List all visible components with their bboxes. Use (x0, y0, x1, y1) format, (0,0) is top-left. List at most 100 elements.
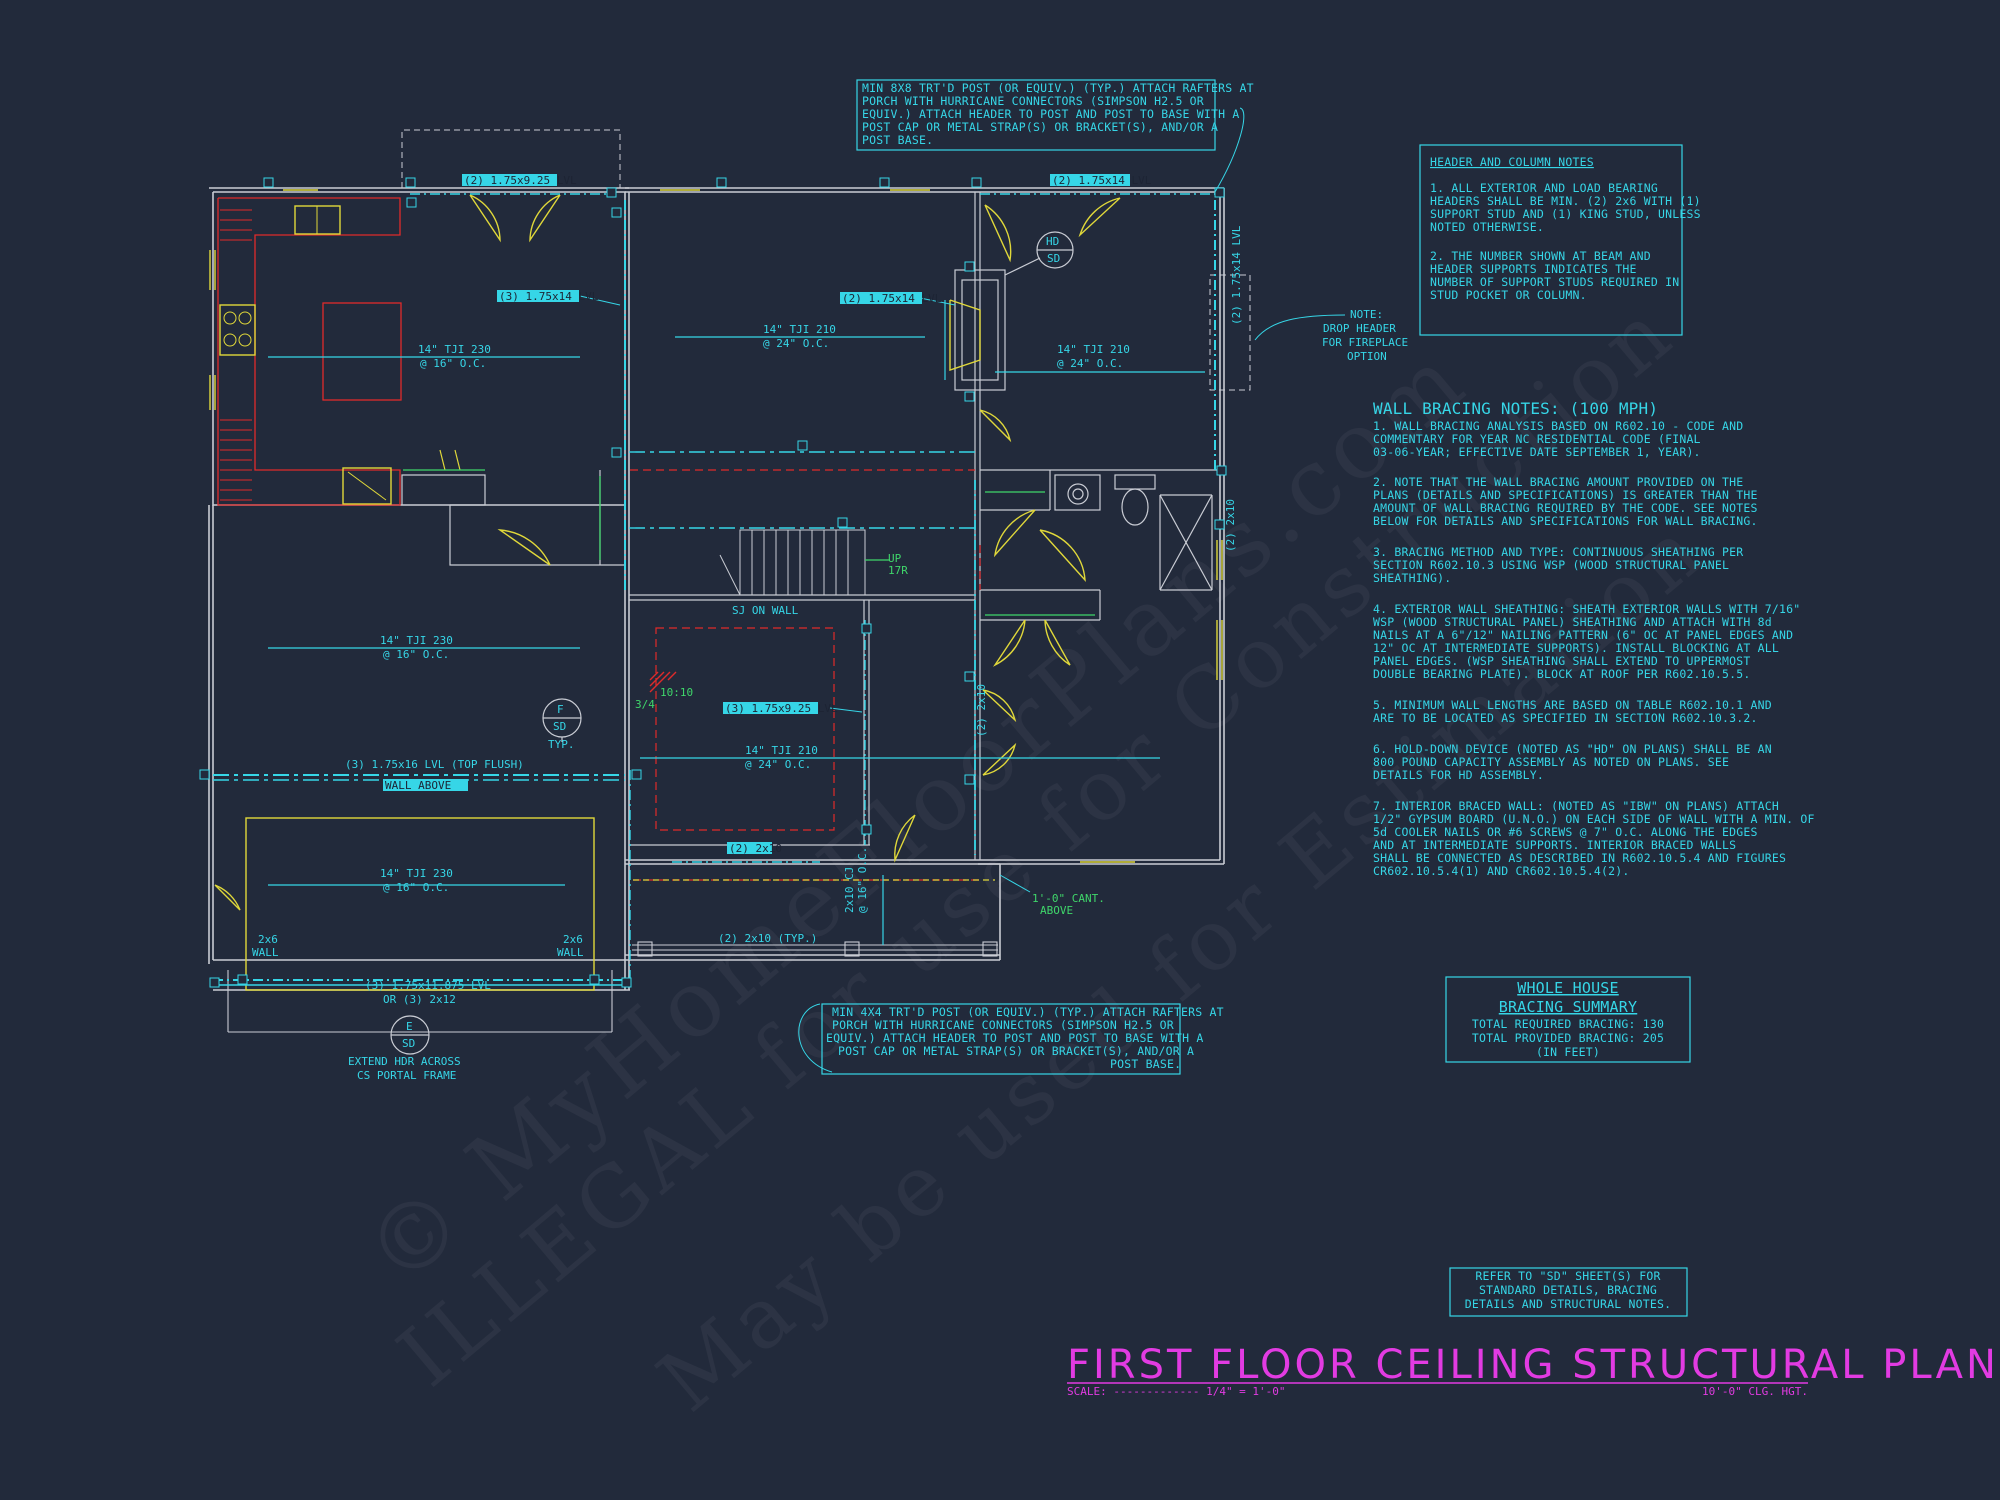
svg-text:NOTE:: NOTE: (1350, 308, 1383, 321)
extend-header-note: EXTEND HDR ACROSS CS PORTAL FRAME (348, 1055, 461, 1082)
stair-up-label: UP (888, 552, 902, 565)
wall-above-label: WALL ABOVE (383, 779, 468, 792)
title-block: FIRST FLOOR CEILING STRUCTURAL PLAN SCAL… (1067, 1342, 1999, 1398)
svg-text:AMOUNT OF WALL BRACING REQUIRE: AMOUNT OF WALL BRACING REQUIRED BY THE C… (1373, 501, 1758, 515)
svg-text:REFER TO "SD" SHEET(S) FOR: REFER TO "SD" SHEET(S) FOR (1475, 1269, 1660, 1283)
porch-joist-size: 2x10 CJ (843, 867, 856, 913)
svg-text:POST CAP OR METAL STRAP(S) OR: POST CAP OR METAL STRAP(S) OR BRACKET(S)… (862, 120, 1218, 134)
drawing-scale: SCALE: ------------- 1/4" = 1'-0" (1067, 1385, 1286, 1398)
refer-sd-note: REFER TO "SD" SHEET(S) FOR STANDARD DETA… (1449, 1267, 1688, 1317)
svg-text:WALL ABOVE: WALL ABOVE (385, 779, 451, 792)
svg-text:CR602.10.5.4(1) AND CR602.10.5: CR602.10.5.4(1) AND CR602.10.5.4(2). (1373, 864, 1629, 878)
svg-text:PORCH WITH HURRICANE CONNECTOR: PORCH WITH HURRICANE CONNECTORS (SIMPSON… (832, 1018, 1174, 1032)
porch-header-label: (2) 2x10 (TYP.) (718, 932, 817, 945)
svg-text:MIN 8X8 TRT'D POST (OR EQUIV.): MIN 8X8 TRT'D POST (OR EQUIV.) (TYP.) AT… (862, 81, 1254, 95)
svg-text:800 POUND CAPACITY ASSEMBLY AS: 800 POUND CAPACITY ASSEMBLY AS NOTED ON … (1373, 755, 1729, 769)
svg-text:NUMBER OF SUPPORT STUDS REQUIR: NUMBER OF SUPPORT STUDS REQUIRED IN (1430, 275, 1679, 289)
beam-label-family: (2) 1.75x14 LVL (840, 292, 942, 305)
svg-text:SUPPORT STUD AND (1) KING STUD: SUPPORT STUD AND (1) KING STUD, UNLESS (1430, 207, 1701, 221)
bracing-units: (IN FEET) (1536, 1045, 1600, 1059)
garage-beam-label: (3) 1.75x16 LVL (TOP FLUSH) (345, 758, 524, 771)
joist-mid-size: 14" TJI 230 (380, 634, 453, 647)
joist-garage-spacing: @ 16" O.C. (383, 881, 449, 894)
vertical-header-label-1: (2) 2x10 (975, 684, 988, 737)
beam-label-top-left: (2) 1.75x9.25 LVL (462, 174, 577, 187)
bracing-summary-title-1: WHOLE HOUSE (1517, 979, 1619, 997)
joist-right-spacing: @ 24" O.C. (1057, 357, 1123, 370)
svg-text:(2) 1.75x9.25 LVL: (2) 1.75x9.25 LVL (464, 174, 577, 187)
joist-center-size: 14" TJI 210 (745, 744, 818, 757)
red-note-1: 10:10 (660, 686, 693, 699)
section-letter-f: F (557, 703, 564, 716)
beam-label-stair: (3) 1.75x9.25 LVL (723, 702, 838, 715)
svg-text:SECTION R602.10.3 USING WSP (W: SECTION R602.10.3 USING WSP (WOOD STRUCT… (1373, 558, 1729, 572)
joist-garage-size: 14" TJI 230 (380, 867, 453, 880)
stair-risers-label: 17R (888, 564, 908, 577)
floor-plan (199, 107, 1346, 1073)
svg-text:PORCH WITH HURRICANE CONNECTOR: PORCH WITH HURRICANE CONNECTORS (SIMPSON… (862, 94, 1204, 108)
bracing-provided: TOTAL PROVIDED BRACING: 205 (1472, 1031, 1664, 1045)
svg-text:POST BASE.: POST BASE. (862, 133, 933, 147)
svg-text:MIN 4X4 TRT'D POST (OR EQUIV.): MIN 4X4 TRT'D POST (OR EQUIV.) (TYP.) AT… (832, 1005, 1224, 1019)
svg-text:POST BASE.: POST BASE. (1110, 1057, 1181, 1071)
vertical-header-label-2: (2) 2x10 (1224, 499, 1237, 552)
svg-text:5d COOLER NAILS OR #6 SCREWS @: 5d COOLER NAILS OR #6 SCREWS @ 7" O.C. A… (1373, 825, 1758, 839)
header-column-notes-title: HEADER AND COLUMN NOTES (1430, 155, 1594, 169)
svg-text:DROP HEADER: DROP HEADER (1323, 322, 1396, 335)
wall-2x6-right-1: 2x6 (563, 933, 583, 946)
post-callout-bottom: MIN 4X4 TRT'D POST (OR EQUIV.) (TYP.) AT… (821, 1003, 1224, 1075)
joist-mid-spacing: @ 16" O.C. (383, 648, 449, 661)
svg-text:(2) 1.75x14 LVL: (2) 1.75x14 LVL (842, 292, 942, 305)
front-beam-alt-label: OR (3) 2x12 (383, 993, 456, 1006)
svg-text:STUD POCKET OR COLUMN.: STUD POCKET OR COLUMN. (1430, 288, 1587, 302)
drop-header-note: NOTE: DROP HEADER FOR FIREPLACE OPTION (1322, 308, 1408, 363)
header-column-notes: HEADER AND COLUMN NOTES 1. ALL EXTERIOR … (1419, 144, 1701, 336)
ceiling-height: 10'-0" CLG. HGT. (1702, 1385, 1808, 1398)
beam-label-2x10: (2) 2x10 (727, 842, 782, 855)
svg-text:SHEATHING).: SHEATHING). (1373, 571, 1451, 585)
joist-kitchen-spacing: @ 16" O.C. (420, 357, 486, 370)
svg-text:PANEL EDGES. (WSP SHEATHING SH: PANEL EDGES. (WSP SHEATHING SHALL EXTEND… (1373, 654, 1751, 668)
wall-2x6-left-2: WALL (252, 946, 279, 959)
svg-text:EXTEND HDR ACROSS: EXTEND HDR ACROSS (348, 1055, 461, 1068)
svg-text:5. MINIMUM WALL LENGTHS ARE BA: 5. MINIMUM WALL LENGTHS ARE BASED ON TAB… (1373, 698, 1772, 712)
svg-text:OPTION: OPTION (1347, 350, 1387, 363)
svg-text:(2) 1.75x14 LVL: (2) 1.75x14 LVL (1052, 174, 1152, 187)
drawing-title: FIRST FLOOR CEILING STRUCTURAL PLAN (1067, 1342, 1999, 1388)
svg-text:1. ALL EXTERIOR AND LOAD BEARI: 1. ALL EXTERIOR AND LOAD BEARING (1430, 181, 1658, 195)
post-callout-top: MIN 8X8 TRT'D POST (OR EQUIV.) (TYP.) AT… (856, 79, 1254, 151)
wall-2x6-left-1: 2x6 (258, 933, 278, 946)
joist-center-spacing: @ 24" O.C. (745, 758, 811, 771)
svg-text:HEADERS SHALL BE MIN. (2) 2x6: HEADERS SHALL BE MIN. (2) 2x6 WITH (1) (1430, 194, 1701, 208)
plan-labels: (2) 1.75x9.25 LVL (2) 1.75x14 LVL (3) 1.… (252, 174, 1408, 1082)
wall-bracing-notes: WALL BRACING NOTES: (100 MPH) 1. WALL BR… (1373, 399, 1814, 878)
joist-kitchen-size: 14" TJI 230 (418, 343, 491, 356)
stair-joist-label: SJ ON WALL (732, 604, 799, 617)
svg-text:PLANS (DETAILS AND SPECIFICATI: PLANS (DETAILS AND SPECIFICATIONS) IS GR… (1373, 488, 1758, 502)
bracing-summary: WHOLE HOUSE BRACING SUMMARY TOTAL REQUIR… (1445, 976, 1691, 1063)
svg-text:4. EXTERIOR WALL SHEATHING: SH: 4. EXTERIOR WALL SHEATHING: SHEATH EXTER… (1373, 602, 1800, 616)
svg-text:COMMENTARY FOR YEAR NC RESIDEN: COMMENTARY FOR YEAR NC RESIDENTIAL CODE … (1373, 432, 1701, 446)
svg-text:(3) 1.75x14 LVL: (3) 1.75x14 LVL (499, 290, 599, 303)
joist-family-spacing: @ 24" O.C. (763, 337, 829, 350)
svg-text:1. WALL BRACING ANALYSIS BASED: 1. WALL BRACING ANALYSIS BASED ON R602.1… (1373, 419, 1743, 433)
section-sheet-f: SD (553, 720, 566, 733)
svg-text:EQUIV.) ATTACH HEADER TO POST: EQUIV.) ATTACH HEADER TO POST AND POST T… (826, 1031, 1204, 1045)
joist-right-size: 14" TJI 210 (1057, 343, 1130, 356)
cantilever-label-2: ABOVE (1040, 904, 1073, 917)
section-letter-e: E (406, 1020, 413, 1033)
section-sheet-e: SD (402, 1037, 415, 1050)
beam-label-right-vertical: (2) 1.75x14 LVL (1230, 225, 1243, 325)
svg-text:HEADER SUPPORTS INDICATES THE: HEADER SUPPORTS INDICATES THE (1430, 262, 1637, 276)
holddown-sheet: SD (1047, 252, 1060, 265)
svg-text:DETAILS FOR HD ASSEMBLY.: DETAILS FOR HD ASSEMBLY. (1373, 768, 1544, 782)
svg-text:2. THE NUMBER SHOWN AT BEAM AN: 2. THE NUMBER SHOWN AT BEAM AND (1430, 249, 1651, 263)
svg-text:DETAILS AND STRUCTURAL NOTES.: DETAILS AND STRUCTURAL NOTES. (1465, 1297, 1672, 1311)
svg-text:7. INTERIOR BRACED WALL: (NOTE: 7. INTERIOR BRACED WALL: (NOTED AS "IBW"… (1373, 799, 1779, 813)
svg-text:CS PORTAL FRAME: CS PORTAL FRAME (357, 1069, 456, 1082)
svg-text:(2) 2x10: (2) 2x10 (729, 842, 782, 855)
wall-2x6-right-2: WALL (557, 946, 584, 959)
svg-text:(3) 1.75x9.25 LVL: (3) 1.75x9.25 LVL (725, 702, 838, 715)
svg-text:NOTED OTHERWISE.: NOTED OTHERWISE. (1430, 220, 1544, 234)
